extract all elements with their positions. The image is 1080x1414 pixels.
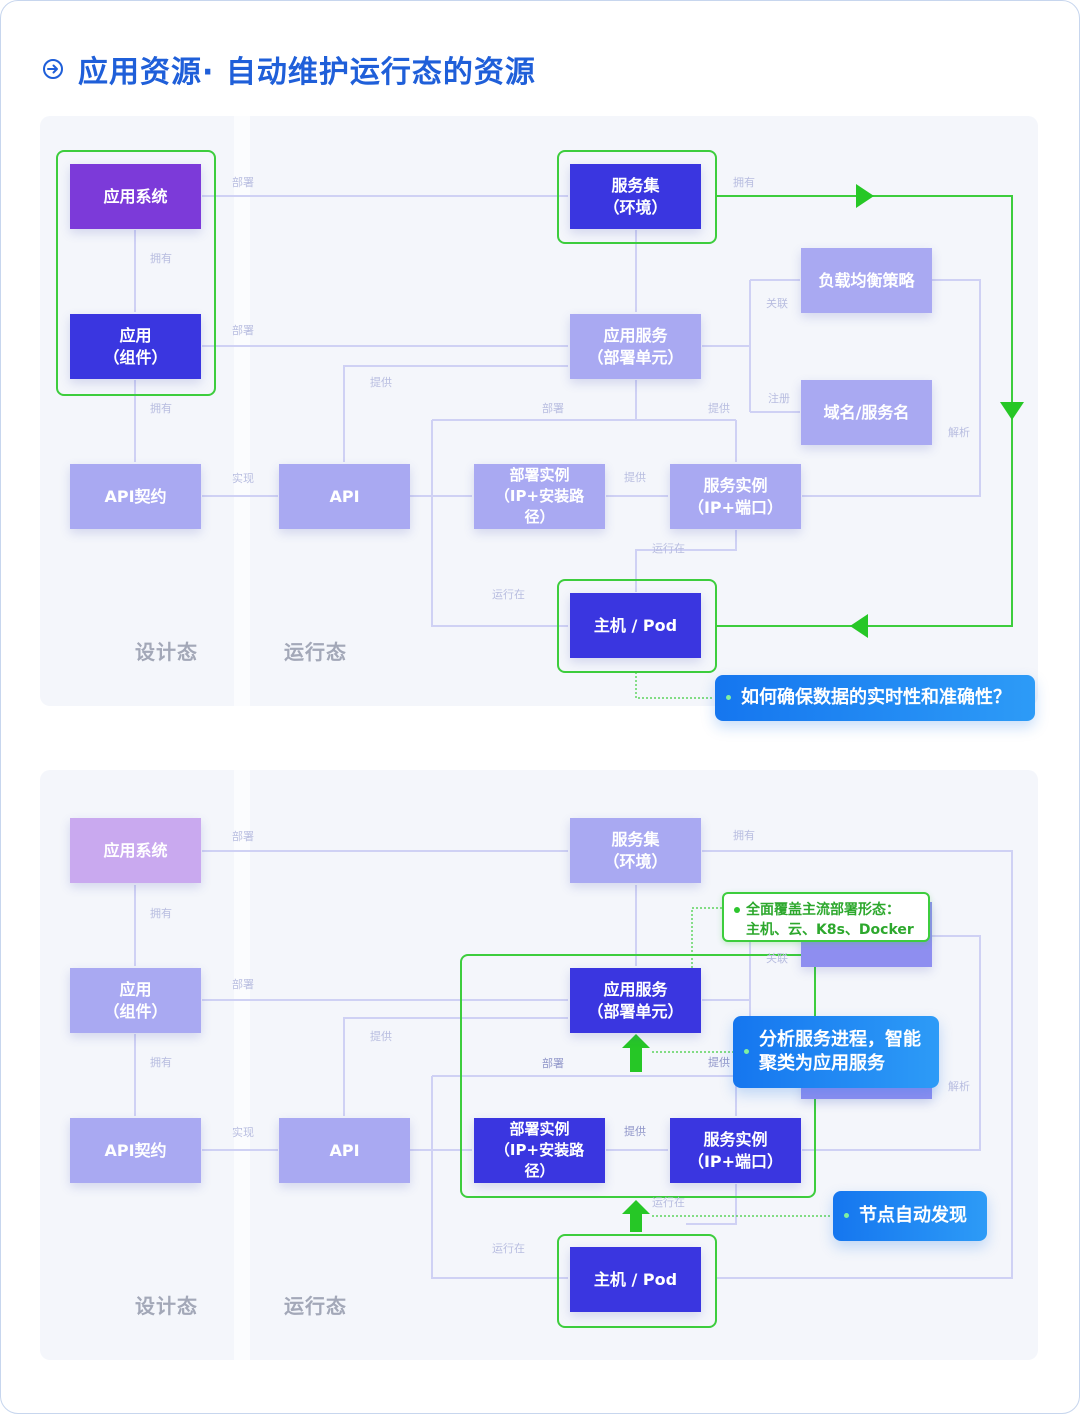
p2-node-app-service[interactable]: 应用服务 （部署单元）	[570, 968, 701, 1033]
p2-edge-label: 部署	[542, 1057, 564, 1070]
p2-node-host-pod[interactable]: 主机 / Pod	[570, 1247, 701, 1312]
p2-line-deploy-left	[431, 1076, 568, 1279]
p1-line-appservice-down	[432, 380, 737, 462]
p1-section-design: 设计态	[135, 640, 198, 664]
p2-node-app-component[interactable]: 应用 （组件）	[70, 968, 201, 1033]
p1-line-service-host	[635, 530, 737, 592]
p1-node-domain-name[interactable]: 域名/服务名	[801, 380, 932, 445]
p1-edge-label: 部署	[232, 176, 254, 189]
p1-edge-label: 提供	[370, 376, 392, 389]
p1-edge-label: 提供	[708, 402, 730, 415]
p1-edge-label: 运行在	[652, 542, 685, 555]
p1-dotted-host-callout	[635, 672, 714, 699]
p2-node-service-instance[interactable]: 服务实例 （IP+端口）	[670, 1118, 801, 1183]
p2-section-runtime: 运行态	[284, 1294, 347, 1318]
p2-dotted-note	[691, 907, 722, 976]
p2-note-deploy-forms: 全面覆盖主流部署形态： 主机、云、K8s、Docker	[722, 892, 930, 942]
p1-node-load-balance[interactable]: 负载均衡策略	[801, 248, 932, 313]
p1-line-api-appservice	[343, 365, 568, 462]
p1-edge-label: 运行在	[492, 588, 525, 601]
p1-section-runtime: 运行态	[284, 640, 347, 664]
p2-node-deploy-instance[interactable]: 部署实例 （IP+安装路 径）	[474, 1118, 605, 1183]
p2-node-service-set[interactable]: 服务集 （环境）	[570, 818, 701, 883]
p1-design-group-frame	[56, 150, 216, 396]
p1-node-deploy-instance[interactable]: 部署实例 （IP+安装路 径）	[474, 464, 605, 529]
p2-edge-label: 拥有	[733, 829, 755, 842]
p2-callout-cluster-text: 分析服务进程，智能 聚类为应用服务	[759, 1029, 921, 1074]
p1-line-lb-right	[802, 279, 981, 497]
p1-callout-text: 如何确保数据的实时性和准确性？	[741, 687, 1011, 708]
p1-node-service-set[interactable]: 服务集 （环境）	[570, 164, 701, 229]
p1-edge-label: 关联	[766, 297, 788, 310]
p1-line-appservice-branch	[702, 279, 800, 413]
p1-node-service-instance[interactable]: 服务实例 （IP+端口）	[670, 464, 801, 529]
p2-edge-label: 部署	[232, 978, 254, 991]
p1-arrow-left	[850, 614, 868, 638]
p1-node-host-pod[interactable]: 主机 / Pod	[570, 593, 701, 658]
p1-callout-realtime: 如何确保数据的实时性和准确性？	[715, 675, 1035, 721]
p2-arrow-up-host	[622, 1200, 650, 1232]
p2-edge-label: 拥有	[150, 907, 172, 920]
p1-node-api-contract[interactable]: API契约	[70, 464, 201, 529]
p2-edge-label: 提供	[708, 1056, 730, 1069]
p2-callout-discover-text: 节点自动发现	[859, 1205, 967, 1226]
p2-edge-label: 提供	[624, 1125, 646, 1138]
p2-edge-label: 拥有	[150, 1056, 172, 1069]
p1-edge-label: 注册	[768, 392, 790, 405]
p2-arrow-up-appservice	[622, 1034, 650, 1072]
p2-node-app-system[interactable]: 应用系统	[70, 818, 201, 883]
p1-arrow-down	[1000, 402, 1024, 420]
p1-node-app-system[interactable]: 应用系统	[70, 164, 201, 229]
p2-edge-label: 实现	[232, 1126, 254, 1139]
p1-edge-label: 提供	[624, 471, 646, 484]
p2-line-api-appservice	[343, 1017, 568, 1116]
p1-line-deploy-left	[431, 420, 568, 627]
arrow-circle-icon	[43, 59, 63, 79]
p1-edge-label: 实现	[232, 472, 254, 485]
p1-edge-label: 拥有	[150, 252, 172, 265]
p1-edge-label: 拥有	[733, 176, 755, 189]
p2-edge-label: 解析	[948, 1080, 970, 1093]
p2-node-api[interactable]: API	[279, 1118, 410, 1183]
p2-section-design: 设计态	[135, 1294, 198, 1318]
p1-edge-label: 部署	[232, 324, 254, 337]
p2-node-api-contract[interactable]: API契约	[70, 1118, 201, 1183]
p2-edge-label: 部署	[232, 830, 254, 843]
p2-edge-label: 提供	[370, 1030, 392, 1043]
page-title-text: 应用资源· 自动维护运行态的资源	[78, 55, 536, 90]
p2-host-frame	[557, 1234, 717, 1328]
p2-edge-label: 运行在	[492, 1242, 525, 1255]
p2-line-serviceset-right	[702, 850, 1013, 1279]
p2-line-lb-right	[802, 935, 981, 1151]
p1-edge-label: 解析	[948, 426, 970, 439]
p1-node-app-service[interactable]: 应用服务 （部署单元）	[570, 314, 701, 379]
p1-edge-label: 拥有	[150, 402, 172, 415]
p1-host-frame	[557, 579, 717, 673]
p2-callout-cluster: 分析服务进程，智能 聚类为应用服务	[733, 1016, 939, 1088]
p2-edge-label: 运行在	[652, 1196, 685, 1209]
page-title: 应用资源· 自动维护运行态的资源	[42, 44, 536, 94]
p1-arrow-right	[856, 184, 874, 208]
p1-serviceset-frame	[557, 150, 717, 244]
p1-node-app-component[interactable]: 应用 （组件）	[70, 314, 201, 379]
p2-callout-discover: 节点自动发现	[833, 1191, 987, 1241]
p1-edge-label: 部署	[542, 402, 564, 415]
p1-node-api[interactable]: API	[279, 464, 410, 529]
p2-edge-label: 关联	[766, 952, 788, 965]
